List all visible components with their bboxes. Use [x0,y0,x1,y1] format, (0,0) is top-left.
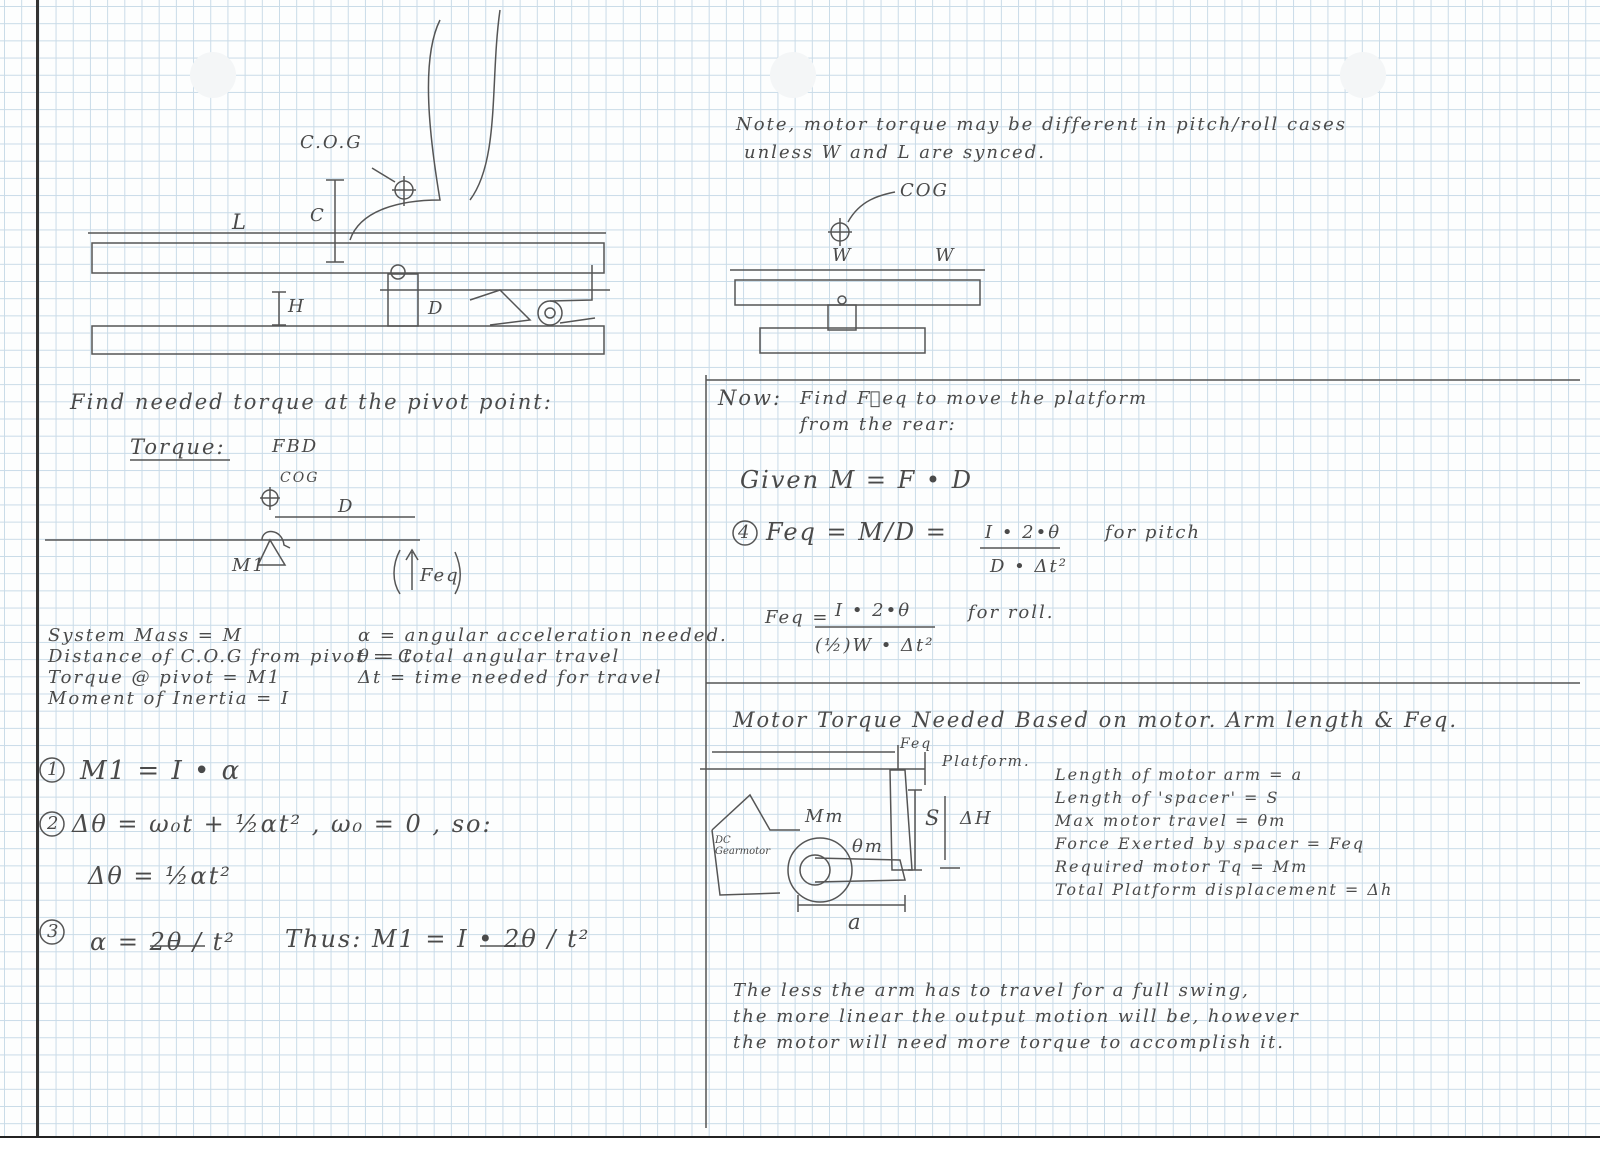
equation-1: M1 = I • α [80,756,242,786]
page-left-edge [36,0,39,1163]
definition: Length of motor arm = a [1055,765,1304,784]
c-label: C [310,205,326,226]
section-heading-pivot: Find needed torque at the pivot point: [70,390,553,414]
now-text-2: from the rear: [800,414,957,435]
now-label: Now: [718,386,783,410]
torque-label: Torque: [130,435,226,459]
definition: Distance of C.O.G from pivot = C [48,646,414,667]
diagram-dc-gearmotor: DC Gearmotor [715,835,770,857]
diagram-dh: ΔH [960,808,993,829]
definition: Δt = time needed for travel [358,667,663,688]
definitions-right: α = angular acceleration needed. θ = tot… [358,625,728,688]
definitions-left: System Mass = M Distance of C.O.G from p… [48,625,414,709]
equation-4: Feq = M/D = [766,518,948,546]
diagram-theta: θm [852,836,884,857]
punch-hole [190,52,236,98]
definition: Max motor travel = θm [1055,811,1287,830]
w-label-1: W [832,245,853,266]
fbd-label: FBD [272,436,319,457]
eq5-denominator: (½)W • Δt² [815,635,935,656]
equation-3-thus: Thus: M1 = I • 2θ / t² [285,925,591,953]
m1-label: M1 [232,555,266,576]
closing-note: The less the arm has to travel for a ful… [733,978,1300,1056]
definition: Force Exerted by spacer = Feq [1055,834,1366,853]
eq4-numerator: I • 2•θ [985,522,1062,543]
definition: Total Platform displacement = Δh [1055,880,1394,899]
definition: Moment of Inertia = I [48,688,291,709]
h-label: H [288,296,306,317]
eq5-numerator: I • 2•θ [835,600,912,621]
note-line-2: unless W and L are synced. [744,142,1046,163]
fbd-diagram [45,487,461,595]
d-label: D [428,298,445,319]
definition: Torque @ pivot = M1 [48,667,282,688]
platform-side-diagram [88,9,610,355]
eq3-number: 3 [47,921,61,942]
equation-2b: Δθ = ½αt² [88,862,232,890]
note-line-1: Note, motor torque may be different in p… [736,114,1347,135]
eq2-number: 2 [47,813,61,834]
cog-label-right: COG [900,180,949,201]
punch-hole [770,52,816,98]
eq1-number: 1 [47,759,61,780]
now-text: Find F⃗eq to move the platform [800,388,1149,409]
feq-label: Feq [420,565,460,586]
eq5-roll-label: for roll. [968,602,1055,623]
eq4-pitch-label: for pitch [1105,522,1202,543]
eq4-number: 4 [738,522,752,543]
diagram-s: S [925,806,942,830]
fbd-d-label: D [338,496,355,517]
diagram-a: a [848,910,863,934]
equation-3: α = 2θ / t² [90,928,236,956]
punch-hole [1340,52,1386,98]
motor-section-heading: Motor Torque Needed Based on motor. Arm … [733,708,1459,732]
diagram-feq: Feq [900,736,933,752]
definition: Length of 'spacer' = S [1055,788,1280,807]
page-bottom-edge [0,1136,1600,1165]
cog-label: C.O.G [300,132,363,153]
eq4-denominator: D • Δt² [990,556,1068,577]
fbd-cog-label: COG [280,470,320,486]
motor-arm-diagram [700,745,960,912]
equation-5: Feq = [765,607,830,628]
w-label-2: W [935,245,956,266]
definition: Required motor Tq = Mm [1055,857,1309,876]
closing-line: the more linear the output motion will b… [733,1006,1300,1027]
roll-diagram [730,191,985,354]
definition: System Mass = M [48,625,244,646]
motor-definitions: Length of motor arm = a Length of 'space… [1055,763,1393,901]
diagram-platform: Platform. [942,752,1031,770]
closing-line: The less the arm has to travel for a ful… [733,980,1250,1001]
equation-2: Δθ = ω₀t + ½αt² , ω₀ = 0 , so: [72,810,493,838]
given-equation: Given M = F • D [740,466,973,494]
definition: α = angular acceleration needed. [358,625,728,646]
closing-line: the motor will need more torque to accom… [733,1032,1285,1053]
length-label: L [232,210,248,234]
diagram-mm: Mm [805,806,845,827]
definition: θ = total angular travel [358,646,621,667]
